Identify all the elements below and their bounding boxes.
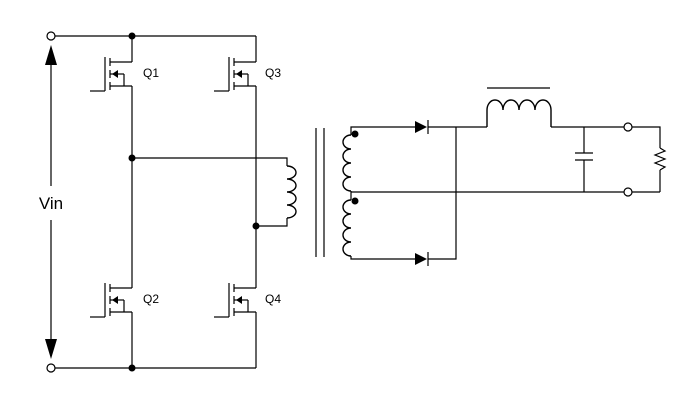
q1-label: Q1 [143, 66, 159, 80]
diode-upper [415, 120, 487, 134]
load-resistor [632, 126, 667, 192]
mosfet-q2 [89, 282, 133, 318]
polarity-dot-upper [351, 130, 359, 138]
q4-label: Q4 [265, 292, 281, 306]
transformer-core [315, 128, 325, 257]
secondary-winding [342, 126, 415, 260]
output-terminals [623, 122, 633, 197]
output-capacitor [575, 127, 593, 192]
q3-label: Q3 [265, 66, 281, 80]
vin-positive-terminal [46, 31, 56, 41]
output-inductor [486, 87, 624, 128]
q2-label: Q2 [143, 292, 159, 306]
mosfet-q1 [89, 56, 133, 92]
diode-lower [415, 127, 457, 266]
mosfet-q4 [213, 282, 257, 318]
polarity-dot-lower [351, 197, 359, 205]
output-negative-terminal [623, 187, 633, 197]
output-positive-terminal [623, 122, 633, 132]
vin-label: Vin [39, 194, 63, 213]
bridge-junction-dots [128, 32, 260, 372]
vin-voltage-arrow [45, 45, 57, 359]
mosfet-q3 [213, 56, 257, 92]
primary-winding [132, 157, 297, 227]
vin-negative-terminal [46, 363, 56, 373]
input-rails [55, 35, 256, 369]
